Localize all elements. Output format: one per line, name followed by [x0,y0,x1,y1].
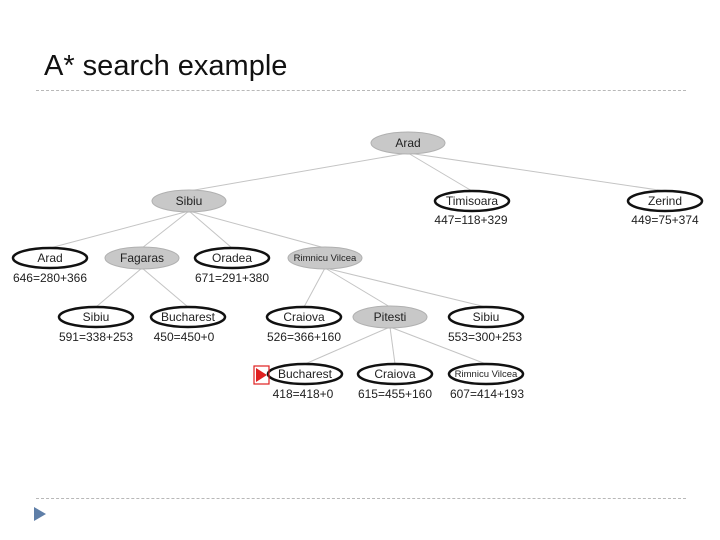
node-cost: 591=338+253 [59,330,133,344]
edge-pitesti-craiova [389,326,396,365]
node-fagaras: Fagaras [104,246,180,270]
node-cost: 607=414+193 [450,387,524,401]
slide-title: A* search example [44,50,288,82]
footer-divider [36,498,686,499]
edge-sibiu-arad [49,210,190,249]
node-cost: 615=455+160 [358,387,432,401]
edge-arad-timisoara [407,152,473,192]
edge-sibiu-rimnicu [188,210,326,249]
title-divider [36,90,686,91]
node-label: Sibiu [83,310,110,324]
node-cost: 447=118+329 [434,213,508,227]
node-craiova-from-pitesti: Craiova 615=455+160 [356,362,434,401]
edge-rimnicu-sibiu [324,267,487,308]
node-cost: 671=291+380 [195,271,269,285]
node-label: Sibiu [176,194,203,208]
edge-fagaras-sibiu [95,267,143,308]
node-craiova-from-rimnicu: Craiova 526=366+160 [265,305,343,344]
node-label: Oradea [212,251,252,265]
node-sibiu: Sibiu [151,189,227,213]
edge-rimnicu-pitesti [324,267,391,308]
node-label: Craiova [283,310,325,324]
node-label: Pitesti [374,310,407,324]
edge-rimnicu-craiova [303,267,326,308]
edge-arad-zerind [407,152,666,192]
node-label: Rimnicu Vilcea [455,369,518,380]
node-cost: 450=450+0 [154,330,215,344]
node-timisoara: Timisoara 447=118+329 [433,189,511,227]
node-label: Arad [395,136,420,150]
node-label: Fagaras [120,251,164,265]
node-sibiu-from-rimnicu: Sibiu 553=300+253 [447,305,525,344]
node-cost: 646=280+366 [13,271,87,285]
node-bucharest-from-fagaras: Bucharest 450=450+0 [149,305,227,344]
node-arad-2: Arad 646=280+366 [11,246,89,285]
slide-bullet-icon [34,507,46,521]
edge-pitesti-bucharest [304,326,391,365]
node-pitesti: Pitesti [352,305,428,329]
goal-marker-icon [253,365,270,385]
edge-sibiu-fagaras [141,210,190,249]
node-sibiu-from-fagaras: Sibiu 591=338+253 [57,305,135,344]
node-label: Zerind [648,194,682,208]
node-label: Arad [37,251,62,265]
node-label: Timisoara [446,194,499,208]
node-cost: 526=366+160 [267,330,341,344]
node-cost: 449=75+374 [631,213,699,227]
node-label: Craiova [374,367,416,381]
node-bucharest-from-pitesti: Bucharest 418=418+0 [266,362,344,401]
edge-pitesti-rimnicu [389,326,487,365]
node-label: Rimnicu Vilcea [294,253,357,264]
node-rimnicu-vilcea-from-pitesti: Rimnicu Vilcea 607=414+193 [447,362,524,401]
node-oradea: Oradea 671=291+380 [193,246,271,285]
edge-arad-sibiu [188,152,409,192]
edge-sibiu-oradea [188,210,233,249]
node-cost: 418=418+0 [273,387,334,401]
node-label: Bucharest [161,310,216,324]
node-cost: 553=300+253 [448,330,522,344]
node-label: Sibiu [473,310,500,324]
node-label: Bucharest [278,367,333,381]
tree-edges [49,152,666,365]
node-zerind: Zerind 449=75+374 [626,189,704,227]
node-arad-root: Arad [370,131,446,155]
edge-fagaras-bucharest [141,267,189,308]
node-rimnicu-vilcea: Rimnicu Vilcea [287,246,363,270]
